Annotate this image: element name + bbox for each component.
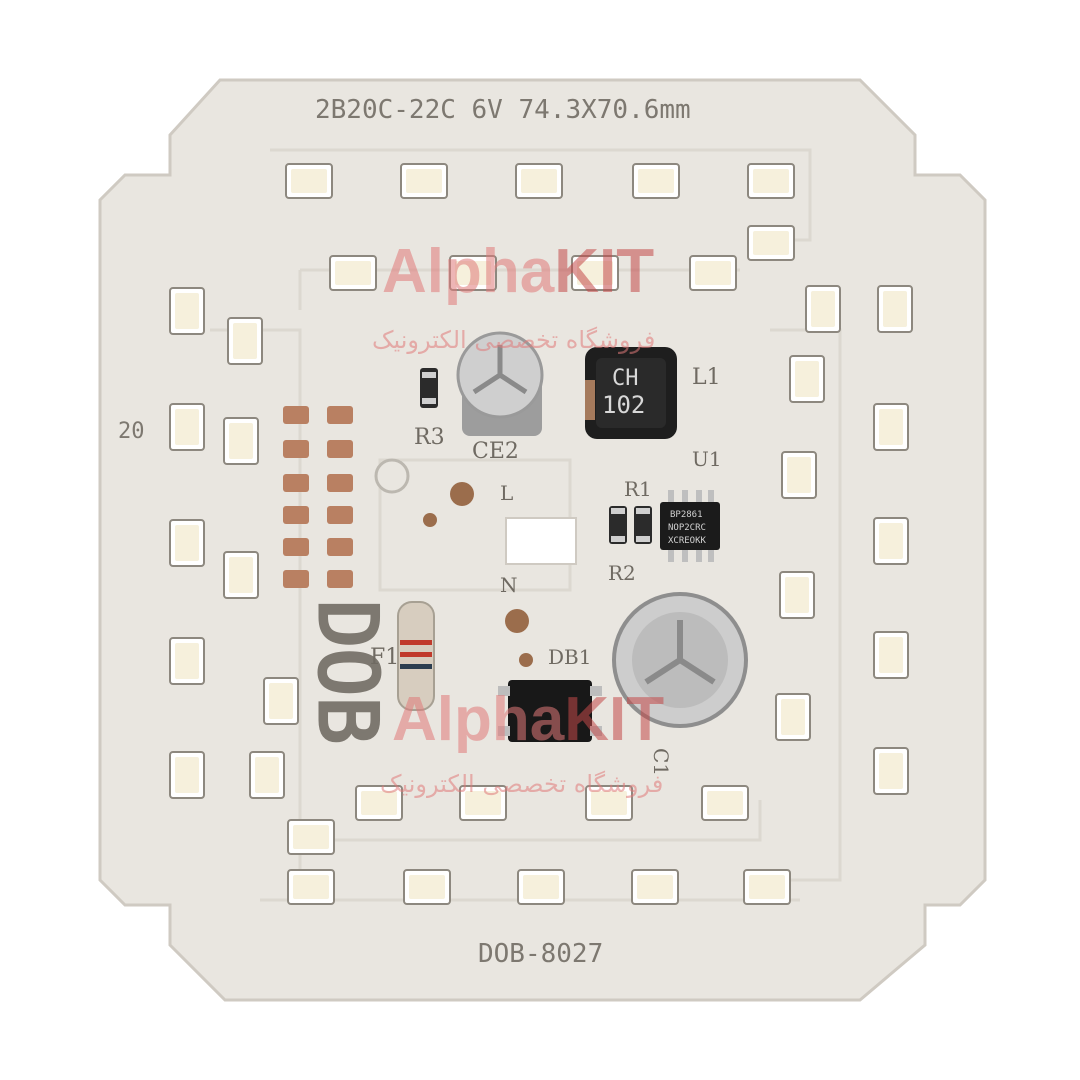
mounting-hole — [374, 458, 410, 494]
led-chip — [743, 869, 791, 905]
led-chip — [781, 451, 817, 499]
led-chip — [329, 255, 377, 291]
ic-marking-3: XCREOKK — [668, 536, 707, 546]
led-array — [169, 163, 913, 905]
label-n: N — [500, 573, 518, 597]
led-chip — [355, 785, 403, 821]
watermark-top: AlphaKIT فروشگاه تخصصی الکترونیک — [372, 237, 655, 354]
led-chip — [515, 163, 563, 199]
fuse-f1 — [397, 601, 435, 711]
via-left — [423, 513, 437, 527]
led-chip — [873, 403, 909, 451]
label-l1: L1 — [692, 365, 721, 390]
pad-l — [450, 482, 474, 506]
label-l: L — [500, 481, 513, 505]
led-chip — [571, 255, 619, 291]
svg-text:فروشگاه تخصصی الکترونیک: فروشگاه تخصصی الکترونیک — [372, 326, 655, 354]
label-ce2: CE2 — [472, 439, 519, 464]
resistor-r3 — [420, 368, 438, 408]
led-chip — [747, 225, 795, 261]
label-u1: U1 — [692, 447, 722, 471]
led-chip — [449, 255, 497, 291]
via-bottom — [519, 653, 533, 667]
led-chip — [169, 403, 205, 451]
led-chip — [227, 317, 263, 365]
led-chip — [873, 517, 909, 565]
led-chip — [169, 519, 205, 567]
led-chip — [287, 869, 335, 905]
ic-marking-1: BP2861 — [670, 510, 703, 520]
bridge-rectifier-db1 — [498, 680, 602, 742]
led-chip — [585, 785, 633, 821]
led-chip — [287, 819, 335, 855]
led-chip — [249, 751, 285, 799]
watermark-bottom: AlphaKIT فروشگاه تخصصی الکترونیک — [380, 685, 664, 798]
inductor-l1 — [585, 347, 677, 439]
led-chip — [169, 751, 205, 799]
led-chip — [223, 417, 259, 465]
led-chip — [873, 747, 909, 795]
label-f1: F1 — [370, 645, 399, 670]
capacitor-c1 — [612, 592, 748, 728]
label-r1: R1 — [624, 477, 652, 501]
led-chip — [779, 571, 815, 619]
dob-logo: DOB — [300, 599, 396, 747]
led-chip — [632, 163, 680, 199]
svg-text:DOB: DOB — [301, 600, 394, 745]
label-c1: C1 — [649, 748, 673, 776]
led-chip — [459, 785, 507, 821]
led-chip — [689, 255, 737, 291]
svg-text:فروشگاه تخصصی الکترونیک: فروشگاه تخصصی الکترونیک — [380, 770, 663, 798]
led-chip — [223, 551, 259, 599]
resistor-r2 — [609, 506, 627, 544]
led-chip — [805, 285, 841, 333]
board-model-label: DOB-8027 — [478, 939, 603, 969]
led-chip — [169, 287, 205, 335]
svg-text:AlphaKIT: AlphaKIT — [392, 685, 664, 754]
ic-u1 — [660, 490, 720, 562]
ic-marking-2: NOP2CRC — [668, 523, 706, 533]
led-chip — [701, 785, 749, 821]
board-spec-label: 2B20C-22C 6V 74.3X70.6mm — [315, 95, 691, 125]
label-db1: DB1 — [548, 645, 591, 669]
cutout-window — [505, 517, 577, 565]
label-r3: R3 — [414, 425, 445, 450]
resistor-r1 — [634, 506, 652, 544]
capacitor-ce2 — [456, 331, 544, 436]
led-chip — [263, 677, 299, 725]
pad-n — [505, 609, 529, 633]
led-chip — [285, 163, 333, 199]
led-chip — [877, 285, 913, 333]
svg-text:AlphaKIT: AlphaKIT — [382, 237, 654, 306]
led-chip — [400, 163, 448, 199]
led-chip — [631, 869, 679, 905]
label-r2: R2 — [608, 561, 636, 585]
led-chip — [403, 869, 451, 905]
led-chip — [873, 631, 909, 679]
solder-pads — [283, 406, 353, 588]
led-chip — [789, 355, 825, 403]
led-chip — [747, 163, 795, 199]
inductor-marking-1: CH — [612, 366, 639, 391]
board-side-label: 20 — [118, 419, 145, 444]
led-chip — [517, 869, 565, 905]
inductor-marking-2: 102 — [602, 391, 645, 419]
led-chip — [169, 637, 205, 685]
led-chip — [775, 693, 811, 741]
